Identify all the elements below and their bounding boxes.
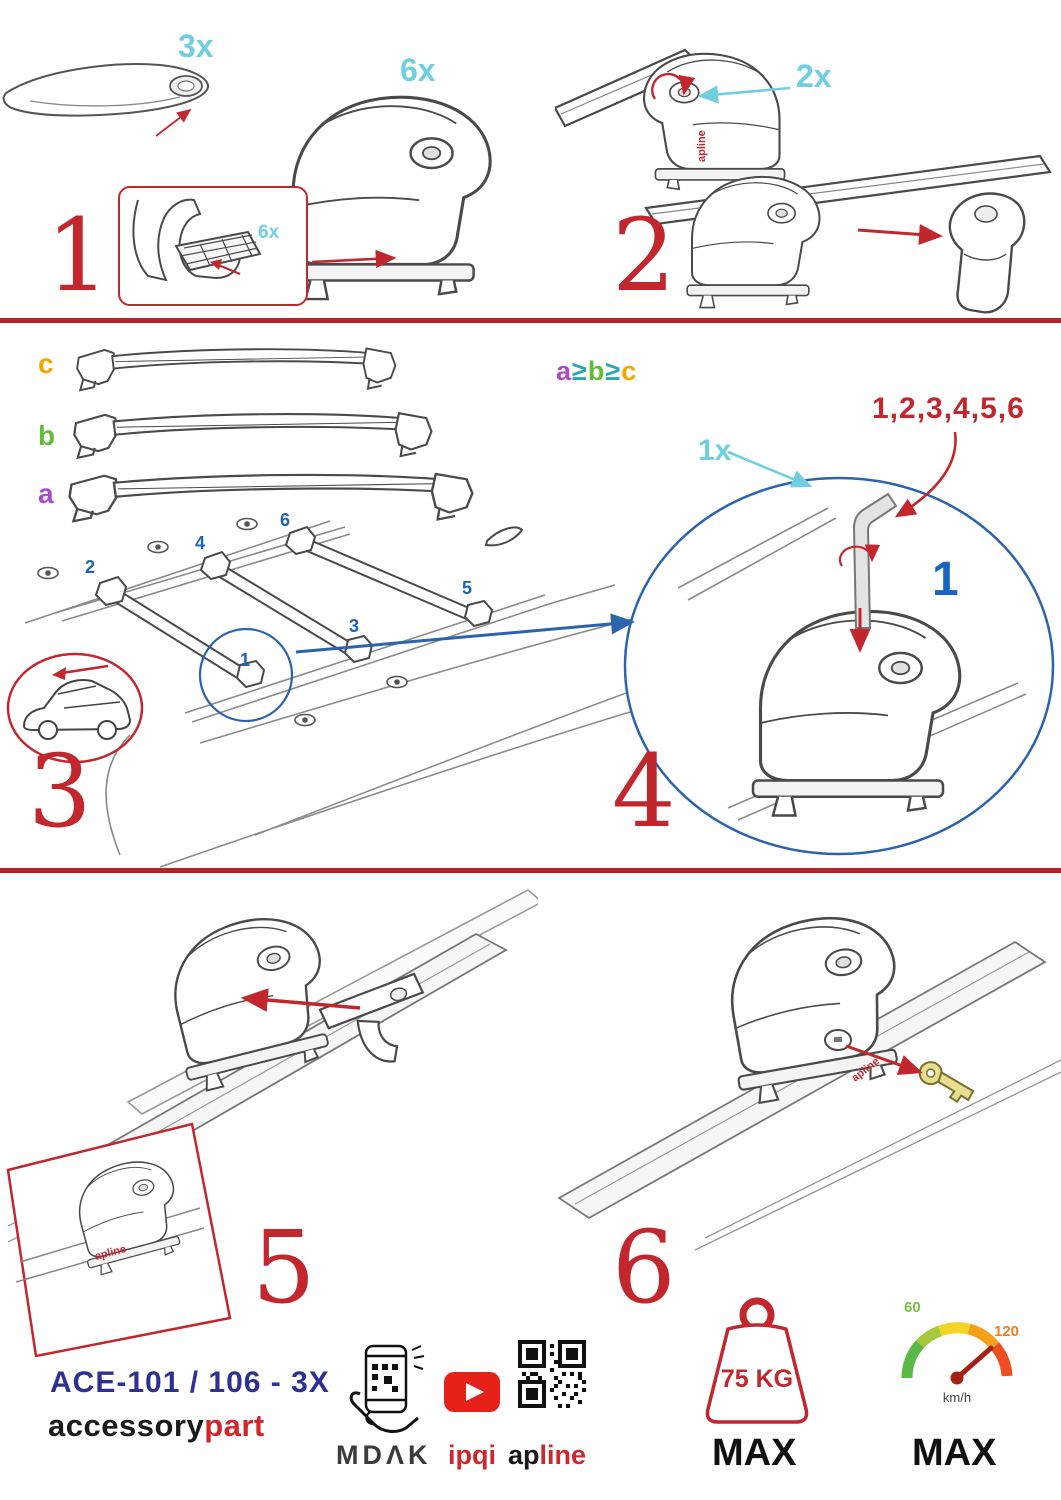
inset-quantity-label: 6x — [258, 222, 280, 243]
weight-max-label: MAX — [712, 1432, 797, 1474]
position-label-5: 5 — [462, 578, 472, 598]
brand-part: part — [204, 1408, 265, 1443]
lock-quantity-label: 2x — [796, 58, 832, 94]
rule-b: b — [587, 356, 606, 386]
youtube-icon — [444, 1372, 500, 1412]
step6-number: 6 — [612, 1209, 676, 1326]
section-divider-1 — [0, 318, 1061, 323]
step2-bottom-drawing — [644, 154, 1052, 314]
key-drawing — [918, 1061, 975, 1104]
position-label-3: 3 — [349, 616, 359, 636]
position-label-4: 4 — [195, 533, 205, 553]
step3-number: 3 — [28, 733, 92, 850]
crossbar-profile-drawing — [2, 63, 209, 117]
model-number: ACE-101 / 106 - 3X — [50, 1366, 330, 1399]
crossbar-c-drawing — [76, 347, 397, 392]
direction-arrow — [61, 664, 109, 675]
rule-ge1: ≥ — [572, 356, 588, 386]
speedometer-icon: 60 120 km/h — [901, 1299, 1019, 1405]
crossbar-b-drawing — [73, 412, 433, 459]
speed-unit-label: km/h — [943, 1390, 971, 1405]
bar-quantity-label: 3x — [178, 28, 214, 64]
bar-end-clamp-drawing — [318, 972, 425, 1063]
pad-detail-inset: 6x — [118, 186, 308, 306]
key-quantity-label: 1x — [698, 434, 732, 467]
step4-number: 4 — [612, 733, 676, 850]
position-label-6: 6 — [280, 510, 290, 530]
foot-brand-logo: apline — [696, 130, 708, 162]
rule-ge2: ≥ — [605, 356, 622, 386]
bar-label-a: a — [38, 478, 54, 509]
phone-scan-icon — [349, 1344, 425, 1433]
bar-label-b: b — [38, 420, 56, 451]
rule-a: a — [556, 356, 573, 386]
rule-c: c — [621, 356, 638, 386]
position-callout-label: 1 — [932, 553, 959, 606]
speedometer-needle — [954, 1345, 994, 1381]
step5-inset-drawing: apline — [6, 1122, 232, 1357]
position-label-2: 2 — [85, 557, 95, 577]
step6-drawing: apline — [557, 905, 1061, 1251]
step1-number: 1 — [46, 197, 110, 314]
position1-highlight-circle — [198, 627, 294, 723]
bar-label-c: c — [38, 348, 54, 379]
tightening-sequence-label: 1,2,3,4,5,6 — [872, 392, 1025, 425]
size-rule: a≥b≥c — [556, 356, 637, 387]
brand-apline: apline — [508, 1440, 586, 1471]
speed-max-tick-label: 120 — [994, 1323, 1019, 1340]
speed-min-label: 60 — [904, 1299, 921, 1316]
speed-max-label: MAX — [912, 1432, 997, 1474]
end-cap-drawing — [948, 192, 1026, 314]
brand-ap: ap — [508, 1440, 540, 1470]
brand-ipqi: ipqi — [448, 1440, 496, 1470]
qr-code-icon — [518, 1340, 586, 1408]
brand-accessory: accessory — [48, 1408, 205, 1443]
brand-accessorypart: accessorypart — [48, 1408, 265, 1444]
section-divider-2 — [0, 868, 1061, 873]
step2-number: 2 — [612, 197, 676, 314]
pad-detail-drawing — [132, 198, 262, 282]
position-label-1: 1 — [240, 650, 250, 670]
step4-detail-drawing — [623, 476, 1055, 856]
car-inset-drawing — [6, 652, 144, 764]
brand-line: line — [539, 1440, 587, 1470]
weight-value: 75 KG — [721, 1365, 793, 1393]
weight-limit-icon: 75 KG — [705, 1297, 809, 1424]
step5-number: 5 — [252, 1209, 316, 1326]
rubber-pads — [37, 517, 408, 727]
foot-quantity-label: 6x — [400, 52, 436, 88]
step2-top-drawing: apline — [555, 48, 786, 194]
brand-mdak: MDΛK — [336, 1440, 432, 1470]
